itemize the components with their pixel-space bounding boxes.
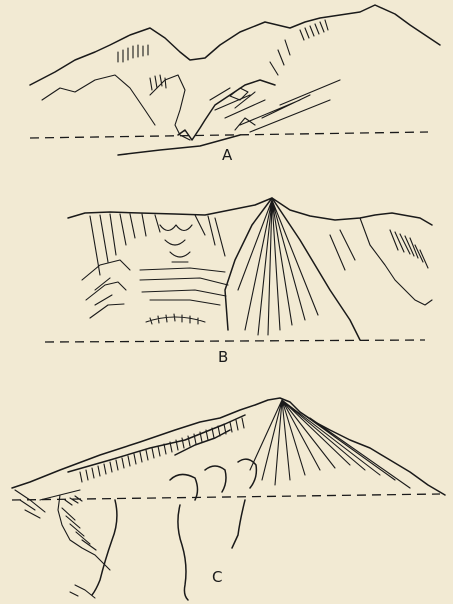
panel-a-label: A bbox=[222, 146, 233, 164]
panel-b-label: B bbox=[218, 348, 228, 366]
panel-c-label: C bbox=[212, 568, 222, 586]
